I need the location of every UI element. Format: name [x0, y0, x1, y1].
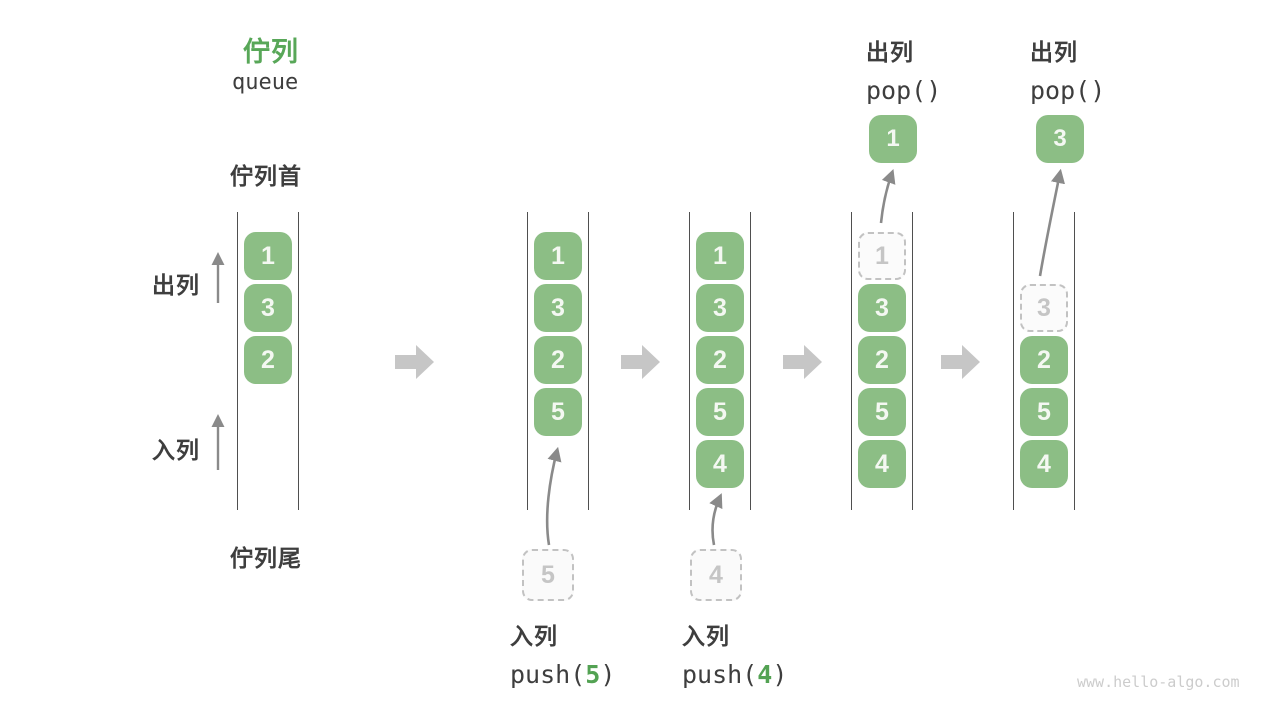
popped-cell-1: 1: [869, 115, 917, 163]
removed-cell-1: 1: [858, 232, 906, 280]
page-title: 佇列: [243, 37, 299, 67]
queue-cell-3: 3: [244, 284, 292, 332]
queue-column-state-initial: [237, 212, 299, 510]
queue-cell-2: 2: [534, 336, 582, 384]
queue-cell-3: 3: [696, 284, 744, 332]
queue-cell-1: 1: [244, 232, 292, 280]
queue-cell-1: 1: [696, 232, 744, 280]
queue-cell-5: 5: [696, 388, 744, 436]
queue-cell-2: 2: [696, 336, 744, 384]
queue-cell-4: 4: [1020, 440, 1068, 488]
page-subtitle: queue: [232, 70, 299, 95]
popped-cell-3: 3: [1036, 115, 1084, 163]
incoming-cell-5: 5: [522, 549, 574, 601]
state-transition-arrow: [621, 345, 660, 379]
state-transition-arrow: [395, 345, 434, 379]
queue-cell-2: 2: [244, 336, 292, 384]
queue-cell-5: 5: [534, 388, 582, 436]
operation-code: pop(): [1030, 76, 1106, 105]
queue-column-state-after-pop-3: [1013, 212, 1075, 510]
operation-code: pop(): [866, 76, 942, 105]
operation-name: 入列: [682, 623, 730, 649]
queue-cell-3: 3: [534, 284, 582, 332]
enqueue-side-label: 入列: [152, 437, 200, 463]
dequeue-side-label: 出列: [152, 272, 200, 298]
watermark: www.hello-algo.com: [1077, 673, 1240, 691]
operation-name: 出列: [1030, 39, 1078, 65]
operation-code: push(5): [510, 660, 616, 689]
operation-label-state-after-push-4: 入列 push(4): [682, 617, 787, 689]
incoming-cell-4: 4: [690, 549, 742, 601]
state-transition-arrow: [783, 345, 822, 379]
state-transition-arrow: [941, 345, 980, 379]
operation-name: 出列: [866, 39, 914, 65]
queue-cell-3: 3: [858, 284, 906, 332]
queue-cell-5: 5: [858, 388, 906, 436]
operation-label-state-after-push-5: 入列 push(5): [510, 617, 615, 689]
queue-rear-label: 佇列尾: [230, 545, 302, 571]
queue-column-state-after-push-4: [689, 212, 751, 510]
queue-cell-4: 4: [858, 440, 906, 488]
operation-label-state-after-pop-3: 出列 pop(): [1030, 33, 1105, 105]
queue-cell-2: 2: [1020, 336, 1068, 384]
queue-column-state-after-pop-1: [851, 212, 913, 510]
queue-cell-5: 5: [1020, 388, 1068, 436]
queue-cell-2: 2: [858, 336, 906, 384]
queue-cell-1: 1: [534, 232, 582, 280]
operation-name: 入列: [510, 623, 558, 649]
operation-label-state-after-pop-1: 出列 pop(): [866, 33, 941, 105]
queue-column-state-after-push-5: [527, 212, 589, 510]
queue-cell-4: 4: [696, 440, 744, 488]
operation-code: push(4): [682, 660, 788, 689]
queue-front-label: 佇列首: [230, 163, 302, 189]
removed-cell-3: 3: [1020, 284, 1068, 332]
